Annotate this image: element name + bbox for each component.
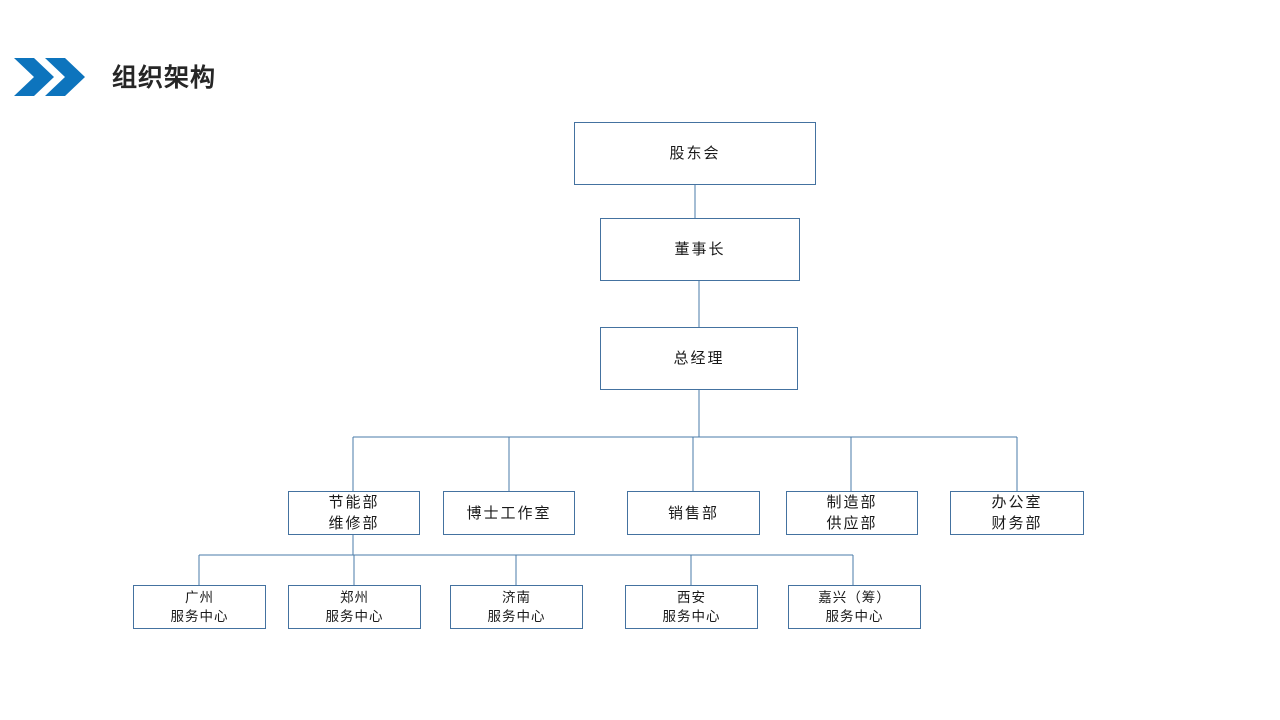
org-node-label: 郑州 服务中心 (325, 590, 384, 624)
org-node-xian[interactable]: 西安 服务中心 (625, 585, 758, 629)
org-node-label: 博士工作室 (466, 504, 552, 522)
org-node-office-finance[interactable]: 办公室 财务部 (950, 491, 1084, 535)
double-chevron-right-icon (12, 56, 90, 98)
org-node-label: 董事长 (674, 241, 726, 258)
org-node-label: 西安 服务中心 (662, 590, 721, 624)
org-node-label: 济南 服务中心 (487, 590, 546, 624)
org-node-sales[interactable]: 销售部 (627, 491, 760, 535)
org-node-manufacturing-supply[interactable]: 制造部 供应部 (786, 491, 918, 535)
org-node-label: 销售部 (667, 504, 719, 522)
org-node-guangzhou[interactable]: 广州 服务中心 (133, 585, 266, 629)
org-node-label: 广州 服务中心 (170, 590, 229, 624)
org-node-label: 制造部 供应部 (826, 494, 878, 532)
org-node-chairman[interactable]: 董事长 (600, 218, 800, 281)
page-title: 组织架构 (112, 64, 217, 92)
org-node-energy-maintenance[interactable]: 节能部 维修部 (288, 491, 420, 535)
org-node-zhengzhou[interactable]: 郑州 服务中心 (288, 585, 421, 629)
slide-header: 组织架构 (0, 0, 1280, 130)
org-node-jinan[interactable]: 济南 服务中心 (450, 585, 583, 629)
org-node-label: 总经理 (673, 350, 725, 367)
org-node-label: 股东会 (669, 145, 721, 162)
org-node-doctor-studio[interactable]: 博士工作室 (443, 491, 575, 535)
org-node-general-manager[interactable]: 总经理 (600, 327, 798, 390)
org-node-label: 嘉兴（筹） 服务中心 (818, 590, 891, 624)
org-node-label: 节能部 维修部 (328, 494, 380, 532)
org-node-label: 办公室 财务部 (991, 494, 1043, 532)
org-node-jiaxing[interactable]: 嘉兴（筹） 服务中心 (788, 585, 921, 629)
org-node-shareholders[interactable]: 股东会 (574, 122, 816, 185)
